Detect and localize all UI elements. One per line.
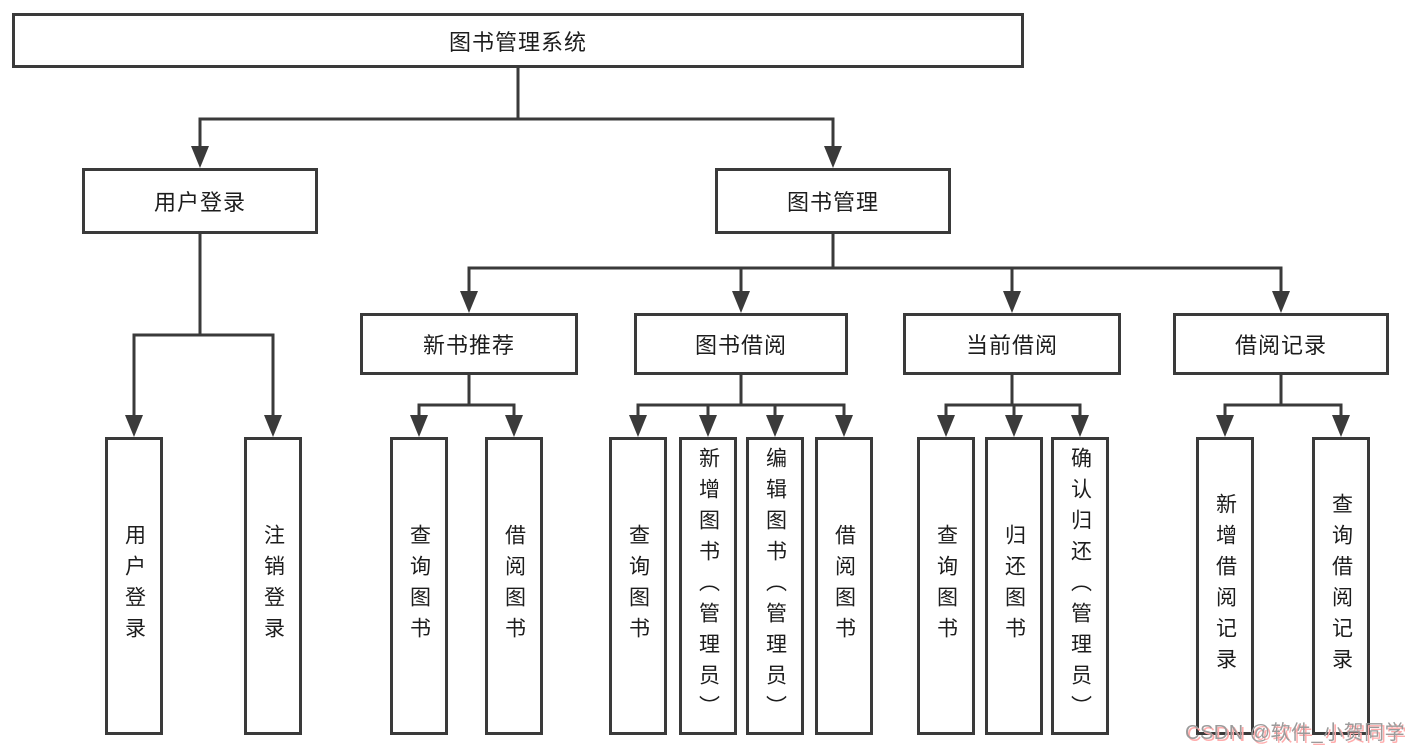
leaf-current-confirm-return-admin: 确认归还（管理员） bbox=[1051, 437, 1109, 735]
node-borrow-records: 借阅记录 bbox=[1173, 313, 1389, 375]
leaf-current-query-book: 查询图书 bbox=[917, 437, 975, 735]
leaf-borrow-borrow-book: 借阅图书 bbox=[815, 437, 873, 735]
leaf-user-login: 用户登录 bbox=[105, 437, 163, 735]
arrowheads bbox=[125, 146, 1350, 437]
leaf-records-add-record: 新增借阅记录 bbox=[1196, 437, 1254, 735]
node-book-management: 图书管理 bbox=[715, 168, 951, 234]
leaf-newbook-query-book: 查询图书 bbox=[390, 437, 448, 735]
node-book-borrow: 图书借阅 bbox=[634, 313, 848, 375]
leaf-newbook-borrow-book: 借阅图书 bbox=[485, 437, 543, 735]
leaf-logout: 注销登录 bbox=[244, 437, 302, 735]
leaf-borrow-edit-book-admin: 编辑图书（管理员） bbox=[746, 437, 804, 735]
leaf-borrow-add-book-admin: 新增图书（管理员） bbox=[679, 437, 737, 735]
node-new-book-recommend: 新书推荐 bbox=[360, 313, 578, 375]
leaf-current-return-book: 归还图书 bbox=[985, 437, 1043, 735]
node-current-borrow: 当前借阅 bbox=[903, 313, 1121, 375]
leaf-records-query-record: 查询借阅记录 bbox=[1312, 437, 1370, 735]
node-user-login: 用户登录 bbox=[82, 168, 318, 234]
leaf-borrow-query-book: 查询图书 bbox=[609, 437, 667, 735]
node-root: 图书管理系统 bbox=[12, 13, 1024, 68]
csdn-watermark: CSDN @软件_小贺同学 bbox=[1185, 722, 1405, 744]
